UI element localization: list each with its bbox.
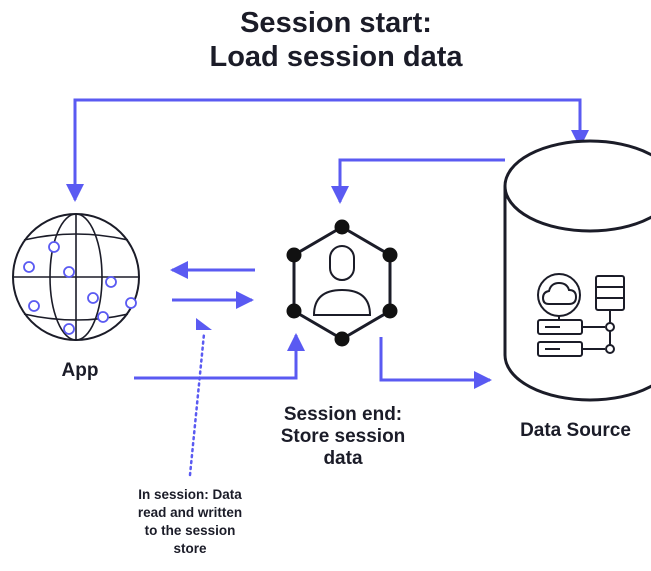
app-label: App xyxy=(61,360,99,381)
note-line: In session: Data xyxy=(138,487,242,502)
session-end-line: Session end: xyxy=(283,404,403,425)
note-line: read and written xyxy=(137,505,243,520)
title-line: Session start: xyxy=(240,7,432,39)
load-arrow-to-app xyxy=(66,98,345,202)
session-end-line: data xyxy=(323,448,363,469)
note-line: to the session xyxy=(144,523,236,538)
session-end-label: Session end: Store session data xyxy=(258,404,428,470)
in-session-arrowhead xyxy=(196,318,212,330)
title-line: Load session data xyxy=(209,41,463,73)
user-network-icon xyxy=(286,219,398,347)
data-source-label: Data Source xyxy=(520,420,631,441)
note-line: store xyxy=(173,541,207,556)
in-session-dotted-line xyxy=(188,332,206,477)
session-to-datasource-arrow xyxy=(379,337,492,389)
server-icon xyxy=(537,275,625,357)
in-session-note: In session: Data read and written to the… xyxy=(100,486,280,558)
load-arrow-to-datasource xyxy=(345,98,589,148)
datasource-to-session-arrow xyxy=(331,158,505,204)
session-end-line: Store session xyxy=(280,426,406,447)
globe-icon xyxy=(12,213,140,341)
database-icon xyxy=(503,139,651,402)
cloud-icon xyxy=(537,273,581,317)
diagram-title: Session start: Load session data xyxy=(150,6,522,74)
app-to-session-end-arrow xyxy=(134,333,305,380)
